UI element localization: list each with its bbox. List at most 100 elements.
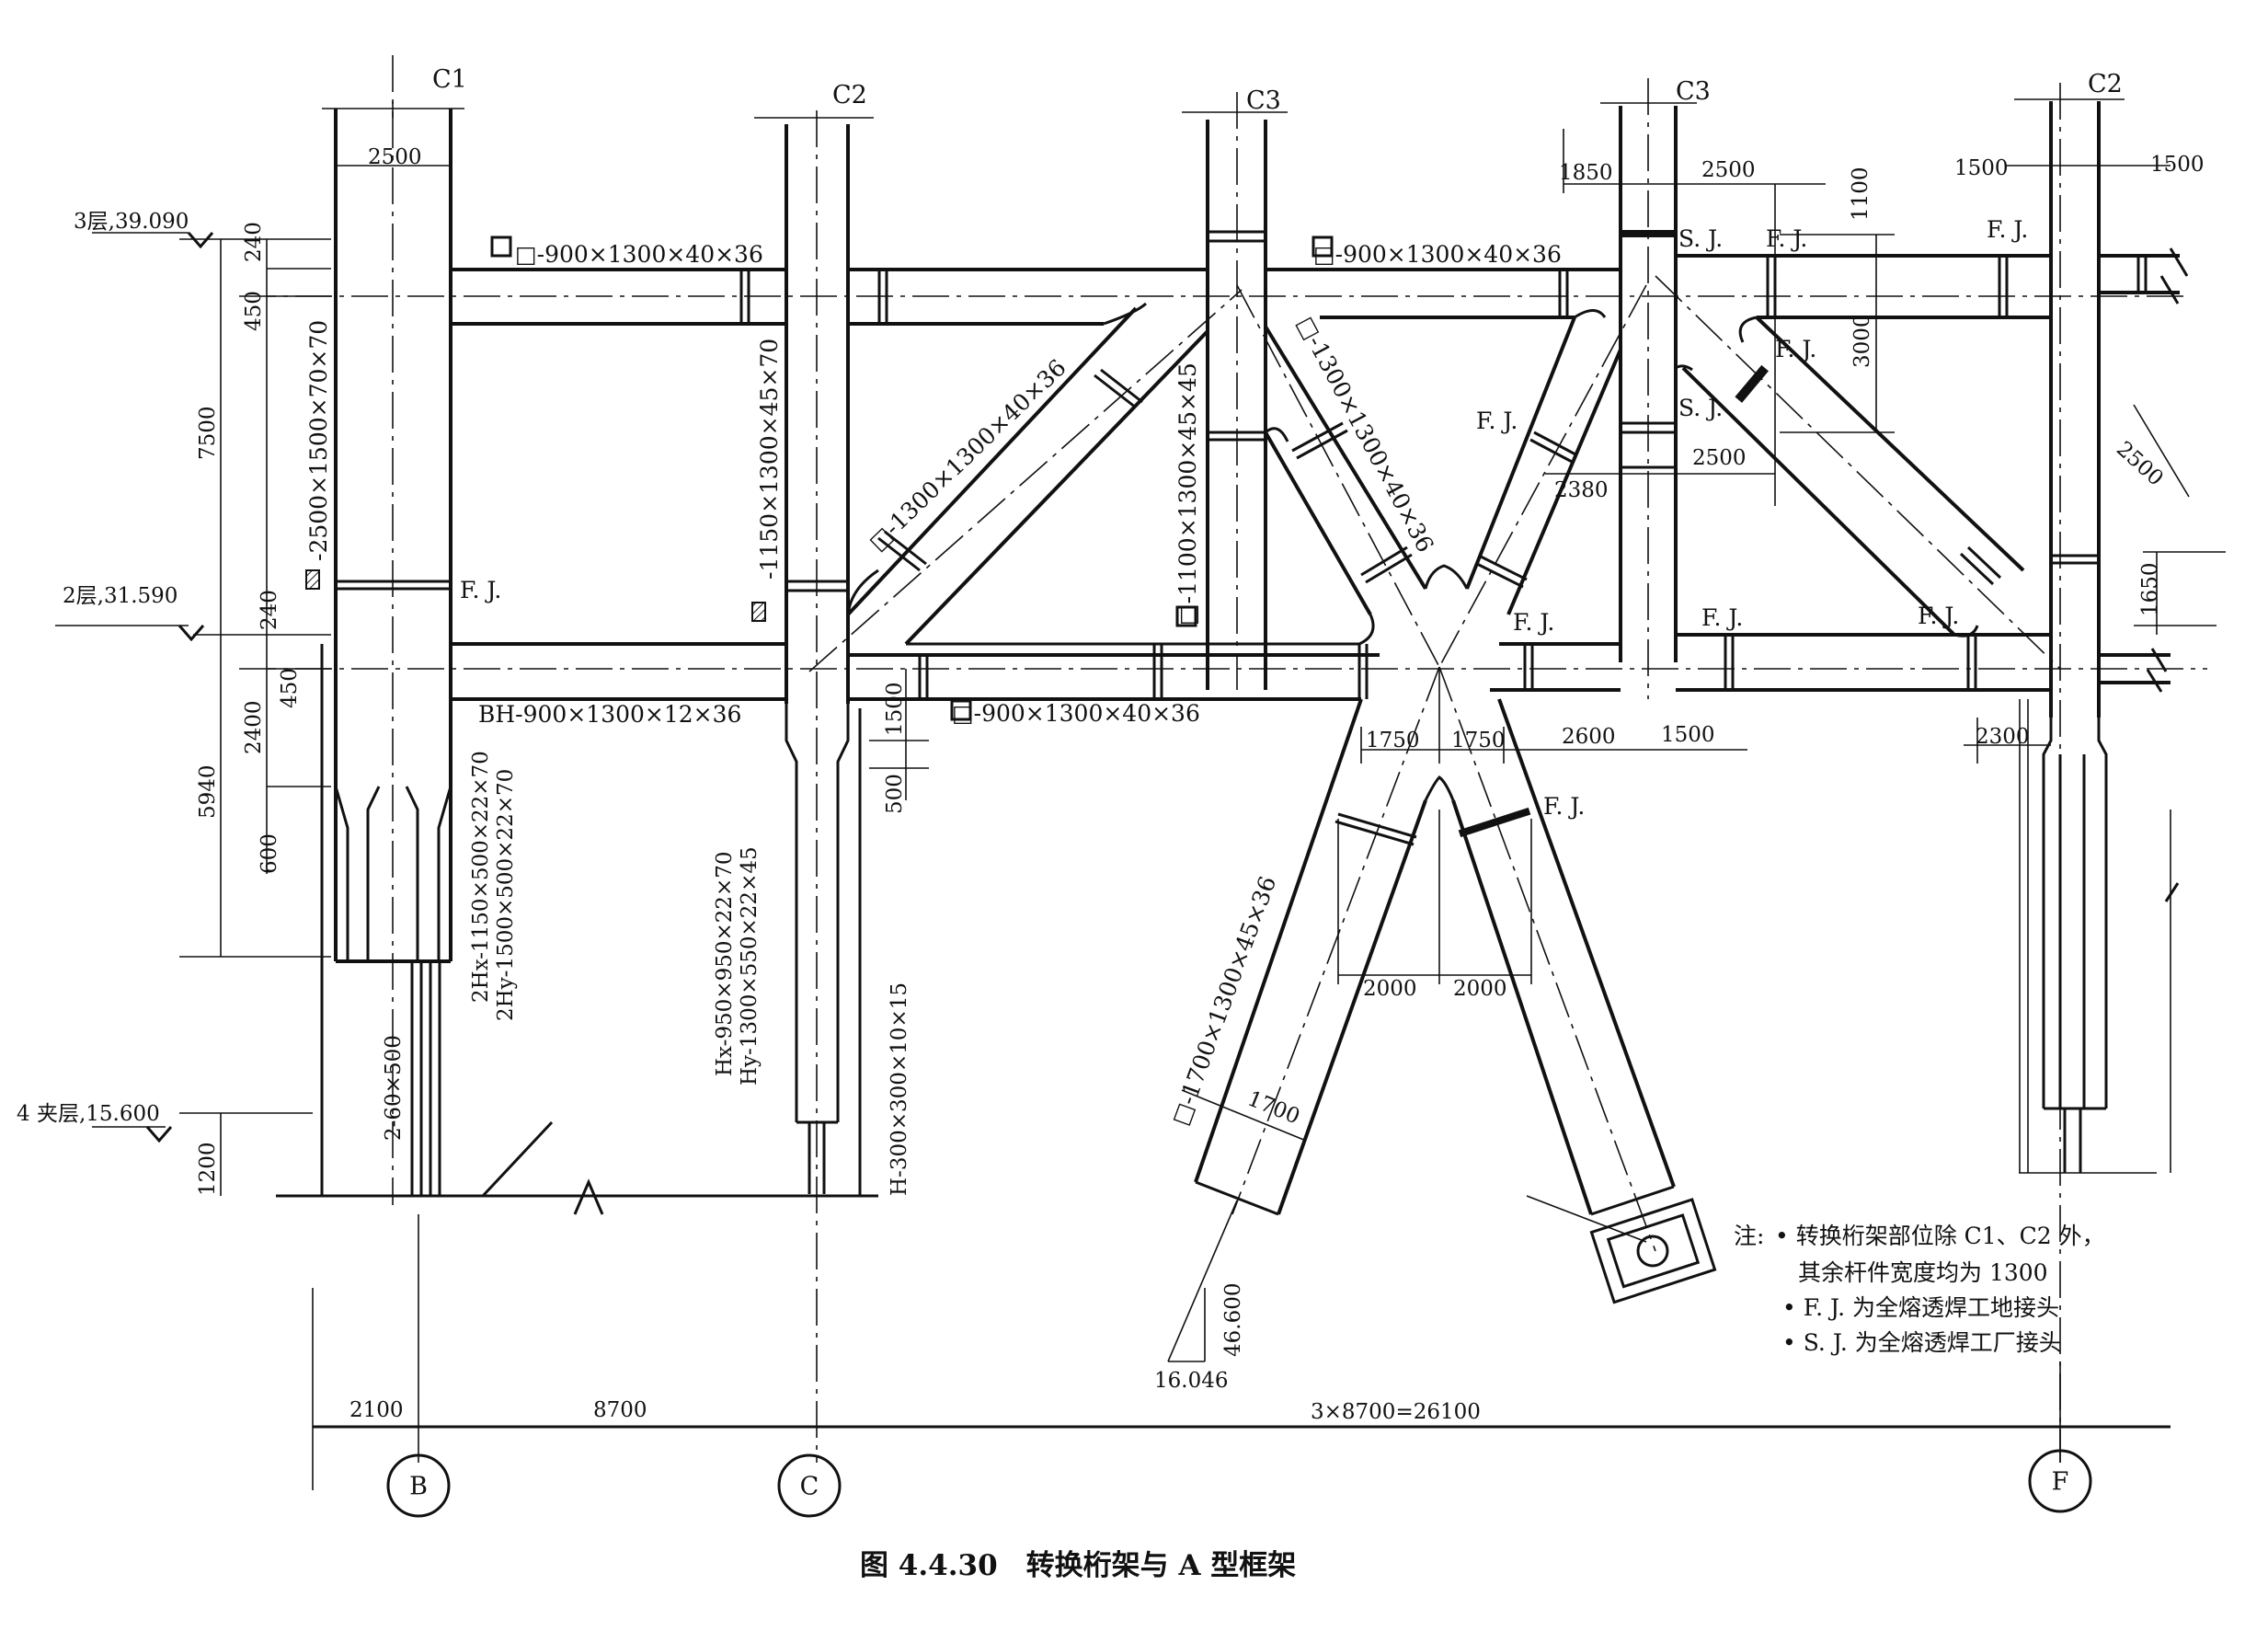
ground — [276, 810, 2180, 1215]
dim-2400: 2400 — [242, 700, 266, 754]
figure-caption: 图 4.4.30 转换桁架与 A 型框架 — [860, 1549, 1296, 1582]
section-c2-lower-x: Hx-950×950×22×70 — [713, 851, 737, 1076]
dim-8700: 8700 — [593, 1398, 647, 1422]
fj-bottom-1: F. J. — [1513, 609, 1554, 636]
dim-2500-c3b: 2500 — [1692, 446, 1747, 470]
column-c3-right — [1619, 78, 1678, 699]
hatch-c2 — [751, 602, 766, 622]
section-markers — [490, 235, 1334, 721]
dim-1750-b: 1750 — [1451, 729, 1506, 752]
notes: 注: • 转换桁架部位除 C1、C2 外， 其余杆件宽度均为 1300 • F.… — [1734, 1223, 2105, 1356]
dim-240-b: 240 — [258, 590, 281, 630]
fj-x-right: F. J. — [1476, 408, 1518, 434]
section-c3: □-1100×1300×45×45 — [1174, 362, 1201, 626]
x-dimensions — [1167, 667, 1747, 1362]
dim-240-a: 240 — [242, 222, 266, 262]
dim-600: 600 — [258, 833, 281, 874]
axis-f-label: F — [2052, 1468, 2069, 1497]
fj-c1: F. J. — [460, 577, 501, 603]
label-c3-left: C3 — [1246, 86, 1281, 115]
dim-450-b: 450 — [278, 668, 302, 708]
axis-c-bubble — [777, 1453, 842, 1518]
diagonal-left — [808, 289, 1243, 672]
level-low-label: 16.046 — [1154, 1369, 1228, 1393]
dim-1500-c2: 1500 — [883, 682, 907, 736]
notes-head: 注: — [1734, 1223, 1764, 1249]
dim-1500-c: 1500 — [1661, 723, 1715, 747]
x-lower-legs — [1194, 666, 1676, 1252]
bottom-chord — [239, 633, 2207, 701]
fj-top-1: F. J. — [1766, 225, 1807, 252]
dim-1200: 1200 — [196, 1142, 220, 1196]
dim-2100: 2100 — [349, 1398, 404, 1422]
dim-500-c2: 500 — [883, 774, 907, 814]
section-bottom-left: BH-900×1300×12×36 — [478, 701, 741, 728]
column-c1 — [305, 55, 452, 1205]
level-2-label: 2层,31.590 — [63, 584, 178, 608]
fj-bottom-2: F. J. — [1701, 604, 1743, 631]
dim-1650: 1650 — [2138, 562, 2162, 616]
section-top-left: □-900×1300×40×36 — [515, 241, 763, 268]
diagonal-right — [1655, 275, 2061, 670]
fj-diag-right: F. J. — [1775, 336, 1816, 362]
dim-2380: 2380 — [1554, 478, 1609, 502]
column-c2-left — [751, 110, 862, 1463]
notes-line4: • S. J. 为全熔透焊工厂接头 — [1782, 1329, 2062, 1356]
dim-2000-b: 2000 — [1453, 977, 1507, 1001]
dim-450-a: 450 — [242, 291, 266, 331]
level-3-label: 3层,39.090 — [74, 210, 189, 234]
level-low2-label: 46.600 — [1221, 1283, 1245, 1357]
notes-line2: 其余杆件宽度均为 1300 — [1798, 1259, 2048, 1286]
bearing — [1589, 1198, 1717, 1304]
section-c1-lower-x: 2Hx-1150×500×22×70 — [469, 751, 493, 1003]
sj-c3-top: S. J. — [1678, 225, 1723, 252]
dim-2000-a: 2000 — [1363, 977, 1417, 1001]
dim-26100: 3×8700=26100 — [1311, 1400, 1481, 1424]
top-chord — [239, 247, 2189, 326]
notes-line1: • 转换桁架部位除 C1、C2 外， — [1775, 1223, 2105, 1249]
dim-1700: 1700 — [1244, 1086, 1303, 1129]
dim-5940: 5940 — [196, 764, 220, 819]
axis-grid: B C F — [312, 1214, 2171, 1518]
dim-1750-a: 1750 — [1366, 729, 1420, 752]
section-diag-xbot: □-1700×1300×45×36 — [1166, 873, 1281, 1129]
section-c2: -1150×1300×45×70 — [756, 339, 783, 580]
section-c1: -2500×1500×70×70 — [305, 320, 332, 561]
label-c2-left: C2 — [832, 81, 867, 109]
dim-3000: 3000 — [1850, 314, 1874, 368]
fj-x-leg: F. J. — [1543, 793, 1585, 820]
c2-dims — [869, 669, 929, 800]
section-bottom-mid: □-900×1300×40×36 — [952, 700, 1200, 727]
section-c1-lower-y: 2Hy-1500×500×22×70 — [494, 769, 518, 1021]
dim-2300: 2300 — [1976, 725, 2030, 749]
dim-1100: 1100 — [1849, 167, 1873, 221]
gusset-c3-left — [906, 614, 1375, 646]
fj-bottom-3: F. J. — [1918, 603, 1959, 629]
axis-c-label: C — [800, 1473, 819, 1501]
section-diag-left: □-1300×1300×40×36 — [864, 354, 1071, 556]
left-dimensions — [55, 98, 2125, 1196]
dim-7500: 7500 — [196, 406, 220, 460]
hatch-c1 — [305, 569, 320, 590]
section-c2-lower-y: Hy-1300×550×22×45 — [738, 846, 762, 1085]
fj-top-2: F. J. — [1987, 216, 2028, 243]
dim-2600: 2600 — [1562, 725, 1616, 749]
section-top-right: □-900×1300×40×36 — [1313, 241, 1562, 268]
level-mezz-label: 4 夹层,15.600 — [17, 1102, 160, 1126]
dim-1500-r: 1500 — [2150, 153, 2205, 177]
dim-2500-c1: 2500 — [368, 145, 422, 169]
section-c1-base: 2-60×500 — [382, 1035, 406, 1141]
label-c2-right: C2 — [2088, 70, 2123, 98]
column-c2-right — [2019, 83, 2108, 1463]
axis-b-bubble — [386, 1453, 451, 1518]
dim-1500-l: 1500 — [1954, 156, 2009, 180]
label-c3-right: C3 — [1676, 77, 1711, 106]
right-dimensions — [1545, 129, 2226, 764]
label-c1: C1 — [432, 65, 467, 94]
diagonal-x-upper-right — [1424, 284, 1647, 668]
notes-line3: • F. J. 为全熔透焊工地接头 — [1782, 1294, 2059, 1321]
axis-b-label: B — [409, 1473, 428, 1501]
column-c3-left — [1206, 92, 1267, 699]
axis-f-bubble — [2028, 1449, 2092, 1513]
